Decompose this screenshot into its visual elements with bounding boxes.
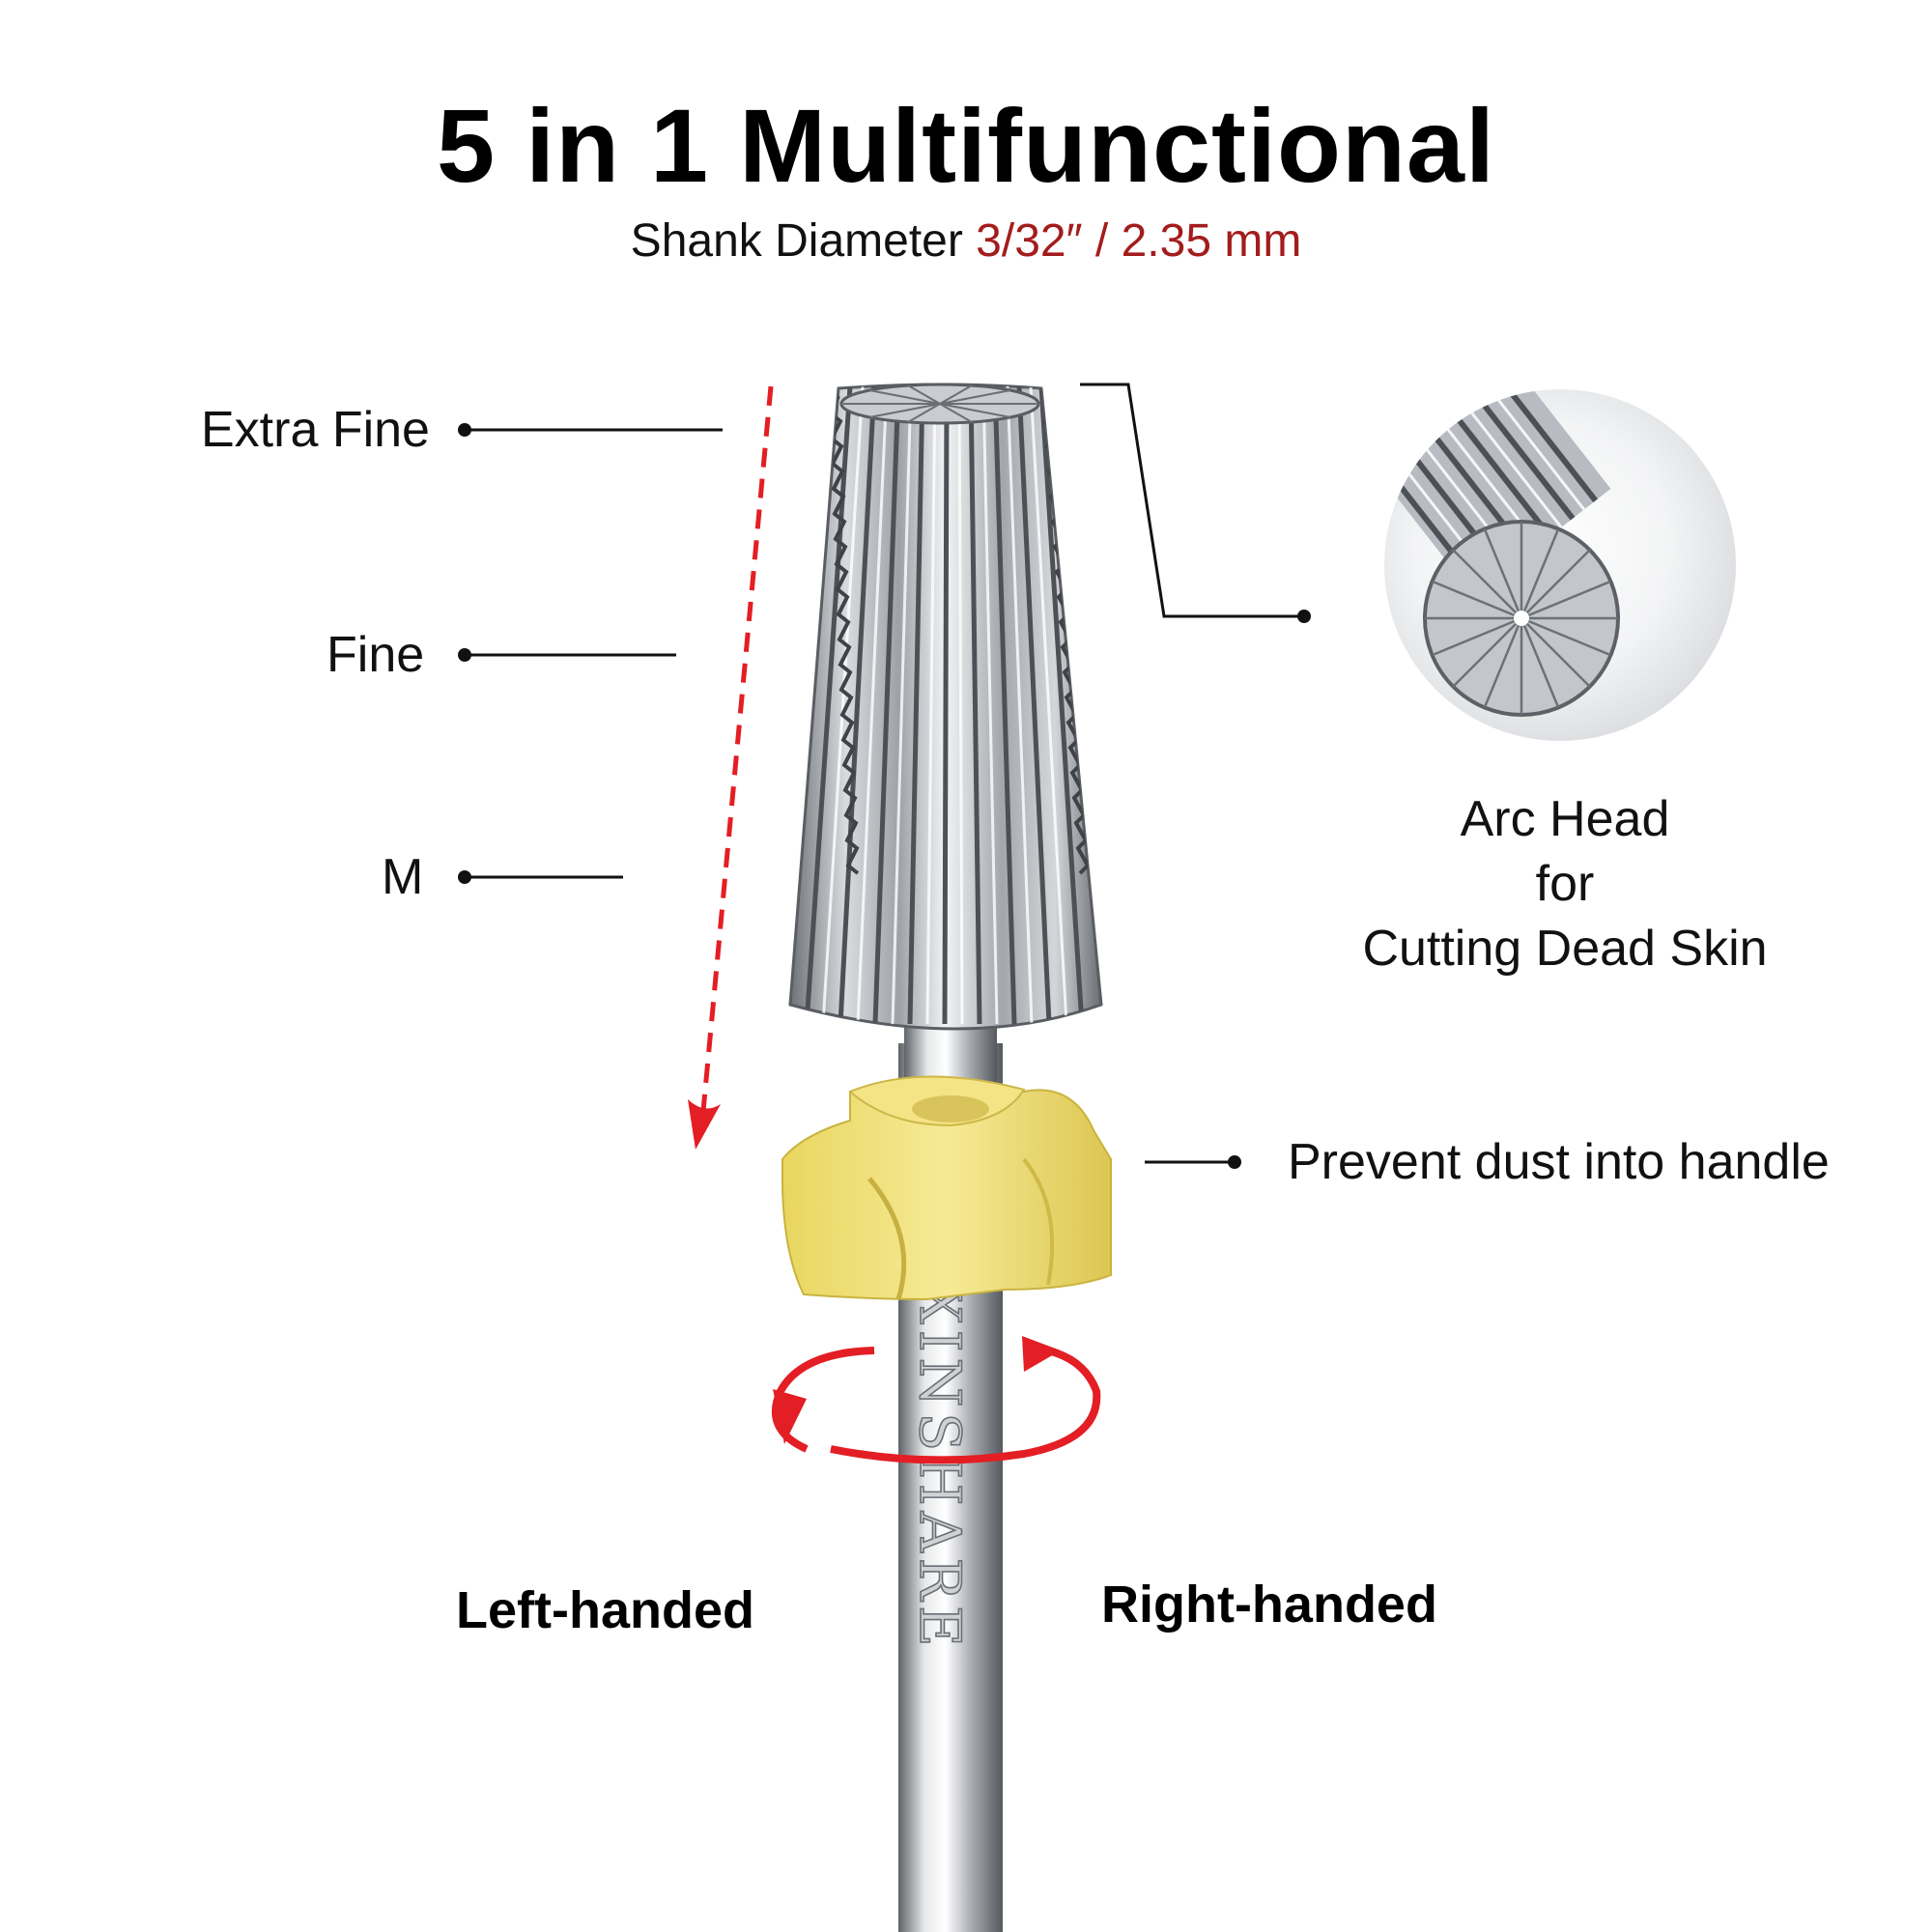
left-handed-label: Left-handed — [456, 1581, 754, 1639]
grit-direction-arrow — [688, 385, 774, 1150]
brand-engraving: XINSHARE — [906, 1284, 974, 1654]
shank-diameter-line: Shank Diameter 3/32″ / 2.35 mm — [0, 214, 1932, 268]
arc-head-caption: Arc Head for Cutting Dead Skin — [1314, 787, 1816, 981]
dust-guard-caption: Prevent dust into handle — [1288, 1134, 1830, 1190]
page-title: 5 in 1 Multifunctional — [437, 87, 1495, 204]
grit-label-fine: Fine — [327, 627, 425, 683]
grit-label-medium: M — [382, 849, 424, 905]
shank-diameter-value: 3/32″ / 2.35 mm — [976, 215, 1302, 267]
arc-head-rays — [1425, 522, 1618, 715]
arc-head-caption-line3: Cutting Dead Skin — [1362, 921, 1768, 977]
rotation-arrows — [771, 1336, 1101, 1464]
right-handed-label: Right-handed — [1101, 1576, 1437, 1634]
cutting-head — [788, 383, 1103, 1031]
grit-label-extra-fine: Extra Fine — [201, 402, 430, 458]
brand-text: XINSHARE — [907, 1284, 973, 1652]
dust-guard-leader — [1145, 1155, 1241, 1169]
arc-head-caption-line1: Arc Head — [1460, 791, 1670, 847]
dust-guard-cap — [781, 1075, 1112, 1301]
grit-leader-lines — [458, 423, 723, 884]
right-rotation-arrow — [830, 1344, 1101, 1464]
arc-head-leader — [1080, 383, 1311, 623]
arc-head-detail — [1384, 389, 1736, 741]
shank-diameter-label: Shank Diameter — [630, 215, 963, 267]
arc-head-caption-line2: for — [1535, 856, 1595, 912]
cutting-flutes — [804, 385, 1091, 1025]
